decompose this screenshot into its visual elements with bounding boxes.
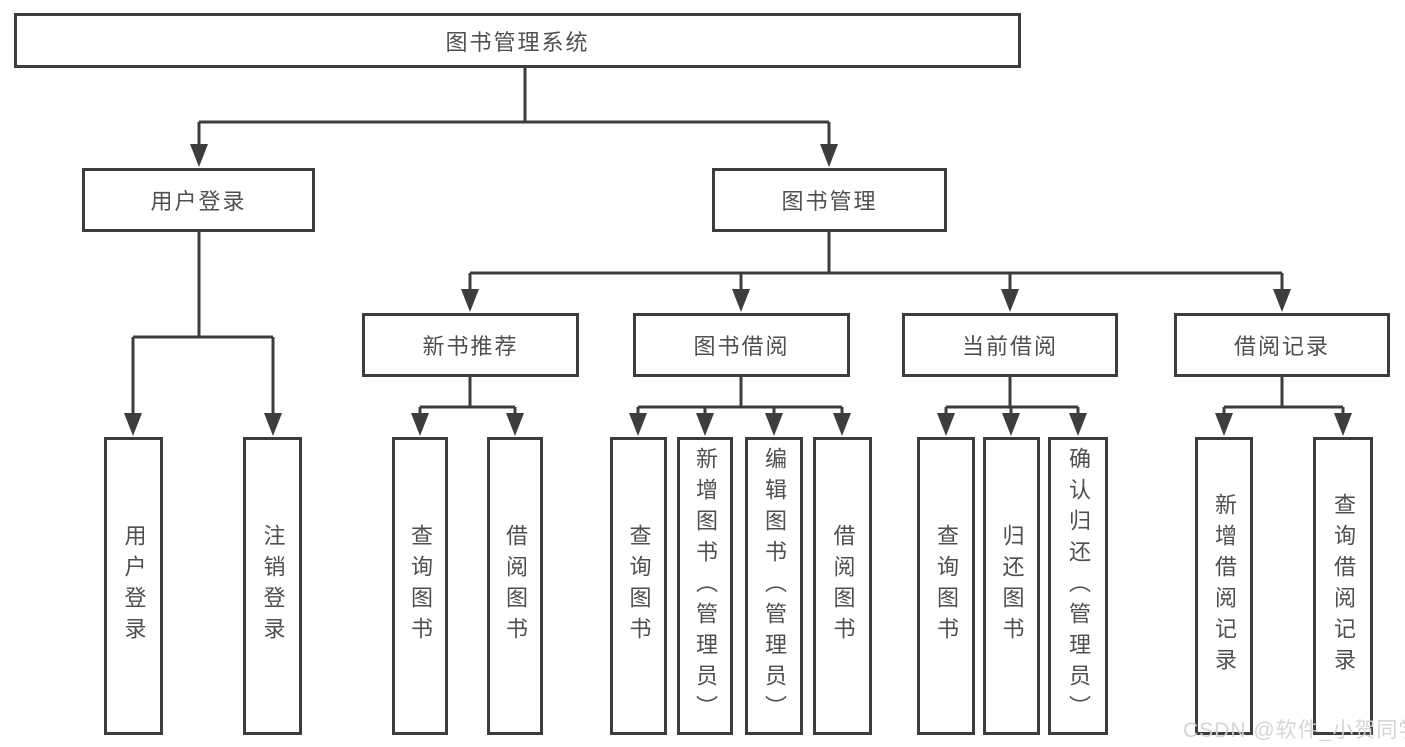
leaf-confirm-return-admin: 确认归还（管理员） bbox=[1048, 437, 1108, 735]
leaf-add-books-admin: 新增图书（管理员） bbox=[677, 437, 733, 735]
node-book-management: 图书管理 bbox=[712, 168, 947, 232]
node-borrow-records: 借阅记录 bbox=[1174, 313, 1390, 377]
leaf-edit-books-admin: 编辑图书（管理员） bbox=[745, 437, 803, 735]
leaf-query-books-recommend: 查询图书 bbox=[392, 437, 448, 735]
leaf-borrow-books-borrowing: 借阅图书 bbox=[813, 437, 872, 735]
leaf-add-borrow-record: 新增借阅记录 bbox=[1195, 437, 1253, 735]
leaf-return-books: 归还图书 bbox=[983, 437, 1040, 735]
node-root-system: 图书管理系统 bbox=[14, 13, 1021, 68]
leaf-user-login: 用户登录 bbox=[104, 437, 163, 735]
leaf-query-books-current: 查询图书 bbox=[917, 437, 975, 735]
connector-strokes bbox=[131, 68, 1345, 415]
node-current-borrowing: 当前借阅 bbox=[902, 313, 1118, 377]
node-user-login: 用户登录 bbox=[82, 168, 315, 232]
node-new-book-recommend: 新书推荐 bbox=[362, 313, 579, 377]
arrowheads bbox=[124, 144, 1352, 436]
leaf-query-borrow-record: 查询借阅记录 bbox=[1313, 437, 1373, 735]
leaf-logout: 注销登录 bbox=[243, 437, 302, 735]
leaf-borrow-books-recommend: 借阅图书 bbox=[487, 437, 543, 735]
node-book-borrowing: 图书借阅 bbox=[633, 313, 850, 377]
leaf-query-books-borrowing: 查询图书 bbox=[610, 437, 667, 735]
